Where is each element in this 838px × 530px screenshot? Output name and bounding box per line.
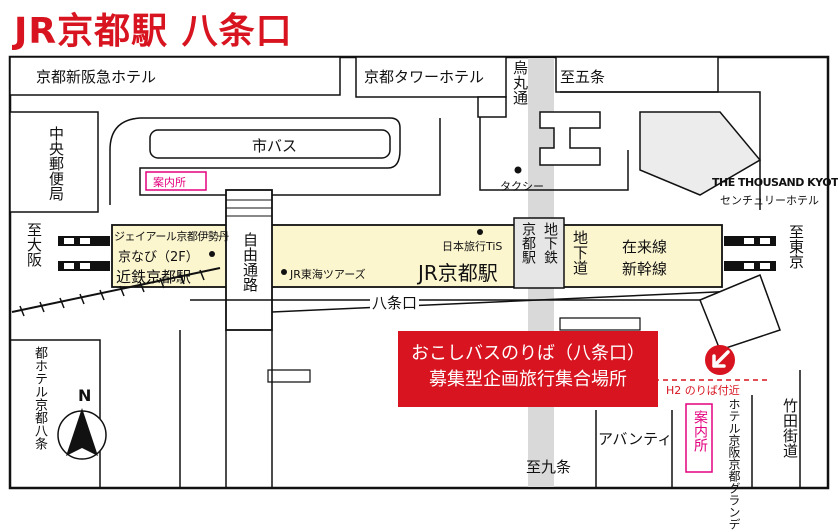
label-chikado: 地下道 [571,230,589,275]
kintetsu-rail [11,267,221,317]
label-subway-kyoto: 京都駅 [520,222,536,264]
kyonavi-dot [209,251,215,257]
label-tower-hotel: 京都タワーホテル [364,68,485,86]
label-city-bus: 市バス [252,137,298,155]
label-thousand-kyoto: THE THOUSAND KYOTO [712,176,838,189]
label-miyako-hotel: 都ホテル京都八条 [32,346,47,450]
label-hotel-granvia: ホテル京阪京都グランデ [727,398,741,530]
info-center-top-box [145,171,207,191]
label-kyonavi: 京なび（2F） [118,250,199,265]
okoshi-bus-callout: おこしバスのりば（八条口） 募集型企画旅行集合場所 [398,331,658,407]
label-to-gojo: 至五条 [560,68,606,86]
label-century-hotel: センチュリーホテル [720,194,819,207]
rail-tracks-left [58,236,110,271]
label-isetan: ジェイアール京都伊勢丹 [114,230,229,243]
nihon-ryoko-dot [477,229,483,235]
east-road [560,91,761,210]
tower-hotel-block [355,56,507,98]
south-road [225,330,273,487]
label-h2-stop: H2 のりば付近 [664,382,742,398]
callout-line-1: おこしバスのりば（八条口） [411,343,645,364]
label-info-center-top: 案内所 [153,176,186,189]
bus-terminal-road [109,117,441,205]
takeda-road [751,370,801,487]
hachijo-road-bottom [271,289,761,313]
map [8,55,830,490]
tower-hotel-annex [477,96,507,118]
label-hachijo-guchi: 八条口 [370,292,420,313]
post-office-block [9,111,99,213]
label-hankyu-hotel: 京都新阪急ホテル [36,68,157,86]
label-subway: 地下鉄 [542,222,558,264]
label-avanti: アバンティ [598,430,673,448]
callout-line-2: 募集型企画旅行集合場所 [429,369,627,390]
label-to-osaka: 至大阪 [25,222,43,267]
label-free-passage: 自由通路 [241,232,259,292]
karasuma-shelter [539,111,601,166]
label-takeda-kaido: 竹田街道 [781,398,799,458]
label-to-tokyo: 至東京 [787,224,805,269]
label-north: N [78,386,92,405]
taxi-dot [514,166,522,174]
subway-box [513,217,565,289]
free-passage [225,189,273,331]
page-title: JR京都駅 八条口 [14,11,293,52]
label-kintetsu: 近鉄京都駅 [116,268,192,286]
north-compass-icon [57,408,107,460]
rail-tracks-right [724,236,776,271]
label-to-kujo: 至九条 [526,458,572,476]
label-taxi: タクシー [500,180,544,193]
label-karasuma: 烏丸通 [511,60,529,105]
hankyu-hotel-block [9,56,341,96]
southwest-arrow-icon [705,345,735,375]
label-tokai-tours: JR東海ツアーズ [290,268,366,281]
info-center-bottom-box [685,403,713,473]
tokai-tours-dot [281,269,287,275]
label-shinkansen: 新幹線 [622,260,668,278]
label-nihon-ryoko: 日本旅行TiS [442,240,503,253]
label-info-center-bottom: 案内所 [692,410,708,452]
label-post-office: 中央郵便局 [47,126,65,201]
label-jr-kyoto-station: JR京都駅 [418,261,498,285]
label-zairaisen: 在来線 [622,238,668,256]
taxi-road [479,117,629,191]
bus-terminal-island [149,129,391,159]
thousand-building [639,111,762,196]
